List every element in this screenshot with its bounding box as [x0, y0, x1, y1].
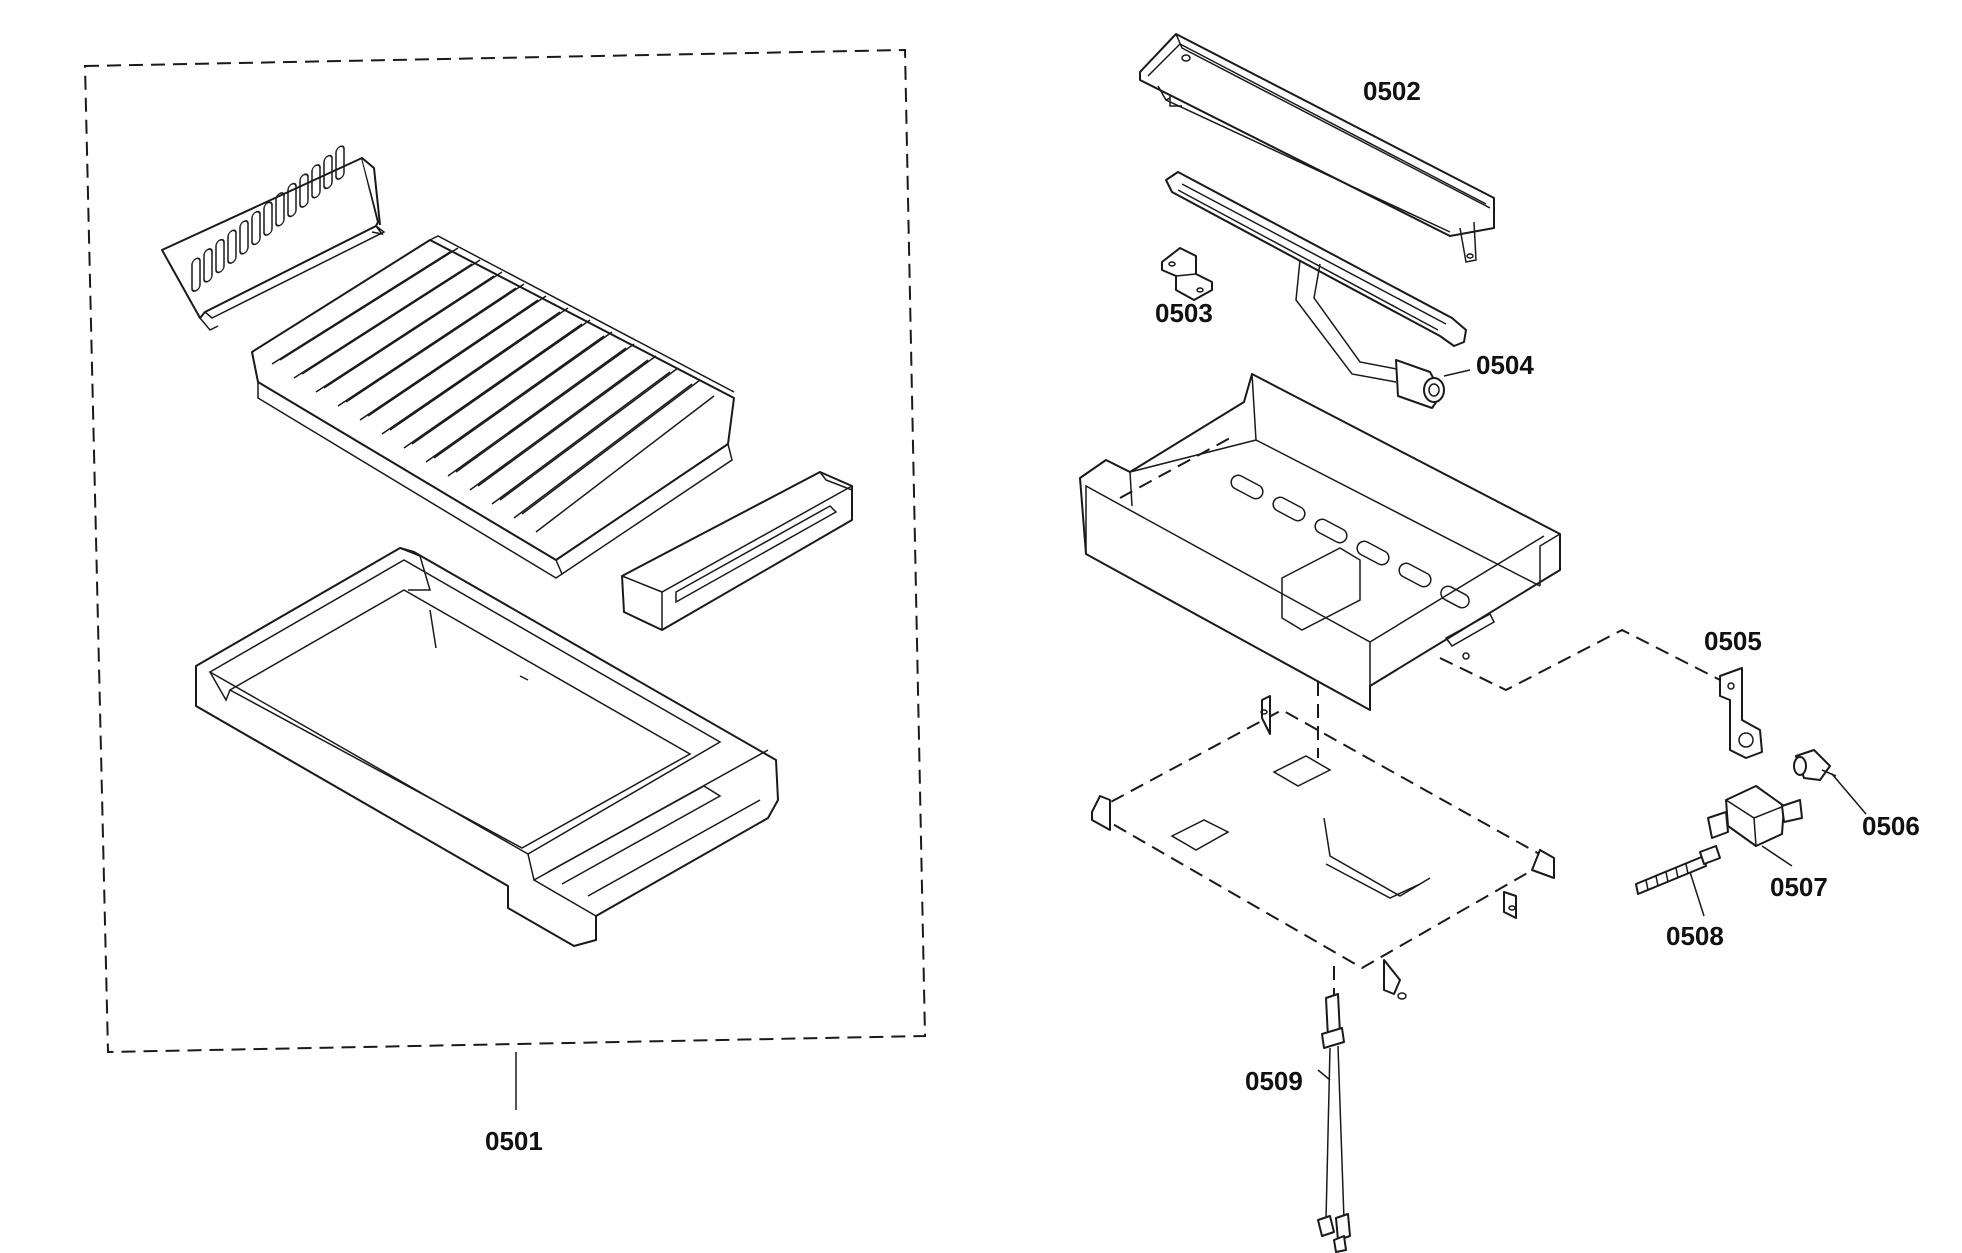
- part-0509-igniter: [1317, 993, 1351, 1253]
- ribbed-grill-grate: [251, 235, 735, 579]
- part-0505-bracket: [1719, 667, 1763, 759]
- callout-0502: 0502: [1363, 76, 1421, 106]
- perforated-splash-panel: [161, 145, 386, 331]
- part-0503-bracket: [1161, 247, 1213, 301]
- callout-0507: 0507: [1770, 872, 1828, 902]
- kit-boundary: [83, 48, 927, 1054]
- part-0506-fitting: [1793, 749, 1867, 815]
- box-vent-holes: [1230, 474, 1470, 609]
- base-plate: [1089, 695, 1555, 1000]
- assembly-line-0505: [1439, 628, 1721, 692]
- callout-0508: 0508: [1666, 921, 1724, 951]
- kit-0501-group: [83, 48, 927, 1110]
- part-0507-valve: [1707, 785, 1803, 867]
- callout-0505: 0505: [1704, 626, 1762, 656]
- panel-slots: [191, 145, 345, 292]
- callout-0504: 0504: [1476, 350, 1534, 380]
- part-0504-burner: [1165, 171, 1467, 409]
- part-0508-orifice: [1635, 845, 1721, 917]
- grease-trough: [621, 471, 853, 631]
- callout-0503: 0503: [1155, 298, 1213, 328]
- leader-0504: [1443, 369, 1471, 377]
- callout-0506: 0506: [1862, 811, 1920, 841]
- burner-box: [1079, 373, 1561, 711]
- grate-ribs: [271, 247, 715, 533]
- callout-0501: 0501: [485, 1126, 543, 1156]
- part-0502-shield: [1139, 33, 1495, 263]
- callout-0509: 0509: [1245, 1066, 1303, 1096]
- drip-tray: [195, 547, 779, 947]
